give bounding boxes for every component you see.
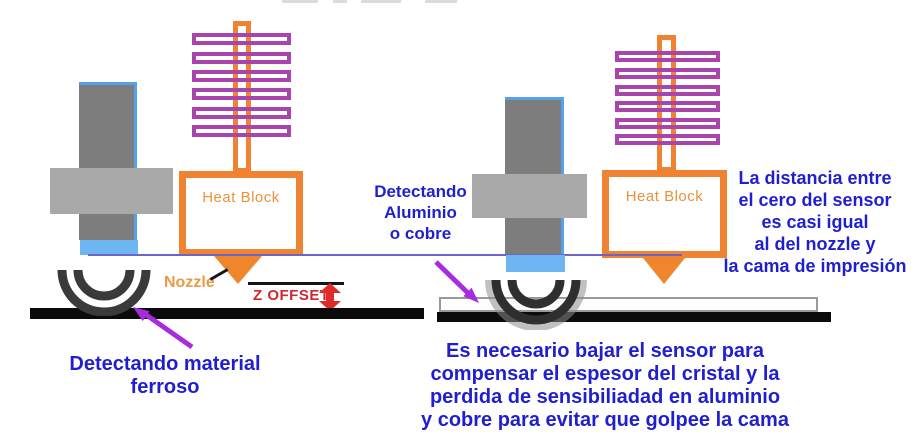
z-offset-double-arrow-icon — [319, 283, 341, 311]
heatsink-fin — [192, 107, 291, 119]
heatsink-fin — [192, 88, 291, 100]
z-offset-label: Z OFFSET — [253, 287, 330, 304]
pointer-arrow-left-icon — [133, 307, 194, 350]
nozzle-label: Nozzle — [164, 274, 215, 291]
cropped-text-remnant — [425, 0, 457, 3]
sensor-field-arcs-icon — [485, 279, 587, 330]
heat-block-left: Heat Block — [179, 171, 303, 256]
heatsink-fin — [615, 68, 720, 79]
heatsink-fin — [615, 101, 720, 112]
heatsink-fin — [615, 118, 720, 129]
nozzle-triangle-right — [643, 258, 685, 284]
cropped-text-remnant — [282, 0, 318, 3]
caption-distance-note: La distancia entre el cero del sensor es… — [723, 168, 907, 276]
heat-block-right: Heat Block — [602, 170, 727, 258]
pointer-arrow-right-icon — [434, 260, 479, 303]
heatsink-fin — [192, 125, 291, 137]
cropped-text-remnant — [361, 0, 401, 3]
sensor-mount-bracket-left — [50, 168, 173, 214]
caption-detecting-aluminium: Detectando Aluminio o cobre — [374, 182, 467, 243]
heat-block-label: Heat Block — [625, 188, 704, 205]
caption-detecting-ferrous: Detectando material ferroso — [69, 353, 261, 398]
heatsink-fin — [192, 52, 291, 64]
caption-lower-sensor-note: Es necesario bajar el sensor para compen… — [421, 340, 789, 431]
heatsink-fin — [192, 70, 291, 82]
inductive-sensor-body-left — [79, 82, 137, 240]
sensor-mount-bracket-right — [472, 174, 587, 218]
print-bed-right — [437, 312, 831, 322]
heatsink-fin — [192, 33, 291, 45]
sensor-field-arcs-icon — [57, 269, 151, 316]
print-bed-left — [30, 308, 424, 319]
sensor-tip-left — [80, 240, 138, 255]
sensor-tip-right — [506, 255, 565, 272]
heatsink-fin — [615, 134, 720, 145]
sensor-zero-reference-line — [88, 254, 682, 256]
z-offset-top-line — [248, 282, 344, 285]
heatsink-fin — [615, 51, 720, 62]
heat-block-label: Heat Block — [202, 189, 280, 206]
heatsink-fin — [615, 85, 720, 96]
cropped-text-remnant — [333, 0, 347, 3]
